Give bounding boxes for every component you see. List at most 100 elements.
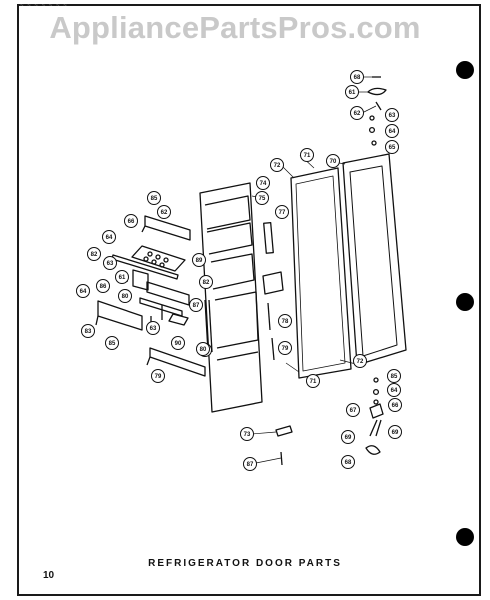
part-callout: 68 <box>341 455 355 469</box>
part-callout: 80 <box>118 289 132 303</box>
door-gasket <box>342 153 407 366</box>
part-callout-circle <box>326 154 340 168</box>
part-callout-number: 63 <box>107 261 114 267</box>
part-callout-circle <box>105 336 119 350</box>
part-callout: 66 <box>388 398 402 412</box>
part-callout: 64 <box>385 124 399 138</box>
part-callout: 90 <box>171 336 185 350</box>
part-callout-circle <box>350 70 364 84</box>
part-callout-number: 63 <box>389 113 396 119</box>
part-callout: 65 <box>385 140 399 154</box>
part-callout-number: 85 <box>109 341 116 347</box>
part-callout-number: 61 <box>119 275 126 281</box>
part-callout-number: 62 <box>354 111 361 117</box>
part-callout: 86 <box>96 279 110 293</box>
part-callout-number: 62 <box>161 210 168 216</box>
part-callout: 73 <box>240 427 254 441</box>
part-callout-number: 86 <box>100 284 107 290</box>
part-callout: 64 <box>387 383 401 397</box>
part-callout: 71 <box>306 374 320 388</box>
part-callout-number: 66 <box>392 403 399 409</box>
part-callout-number: 72 <box>357 359 364 365</box>
part-callout: 79 <box>151 369 165 383</box>
part-callout-circle <box>189 298 203 312</box>
part-callout-number: 64 <box>80 289 87 295</box>
part-callout-circle <box>96 279 110 293</box>
door-liner <box>199 182 263 413</box>
part-callout-circle <box>87 247 101 261</box>
part-callout-circle <box>385 124 399 138</box>
part-callout: 63 <box>146 321 160 335</box>
part-callout: 85 <box>105 336 119 350</box>
page-border <box>17 4 481 596</box>
part-callout-circle <box>102 230 116 244</box>
part-callout-circle <box>196 342 210 356</box>
part-callout-number: 77 <box>279 210 286 216</box>
part-callout-number: 89 <box>196 258 203 264</box>
part-callout-circle <box>341 455 355 469</box>
part-callout-number: 87 <box>193 303 200 309</box>
part-callout-number: 69 <box>392 430 399 436</box>
part-callout: 64 <box>102 230 116 244</box>
part-callout: 68 <box>350 70 364 84</box>
part-callout: 69 <box>388 425 402 439</box>
part-callout-number: 71 <box>304 153 311 159</box>
part-callout-circle <box>76 284 90 298</box>
part-callout-circle <box>388 398 402 412</box>
part-callout-number: 65 <box>389 145 396 151</box>
top-hinge-parts <box>367 76 387 146</box>
nameplate <box>262 271 284 295</box>
part-callout-number: 71 <box>310 379 317 385</box>
part-callout: 62 <box>350 106 364 120</box>
part-callout-circle <box>346 403 360 417</box>
door-stop <box>204 299 213 353</box>
egg-tray <box>131 245 186 272</box>
part-callout-circle <box>199 275 213 289</box>
binder-hole-top <box>456 61 474 79</box>
part-callout-number: 75 <box>259 196 266 202</box>
part-callout-circle <box>115 270 129 284</box>
part-callout: 80 <box>196 342 210 356</box>
shelf-middle <box>139 281 190 317</box>
hinge-trim <box>267 302 275 361</box>
part-callout: 78 <box>278 314 292 328</box>
part-callout-circle <box>300 148 314 162</box>
handle-trim-strip <box>263 222 274 254</box>
part-callout-number: 85 <box>151 196 158 202</box>
part-callout-number: 66 <box>128 219 135 225</box>
corner-note: ~ ~ ~ ~ ~ ~ ~ <box>20 2 67 9</box>
part-callout-circle <box>387 383 401 397</box>
part-callout-number: 73 <box>244 432 251 438</box>
part-callout: 61 <box>115 270 129 284</box>
part-callout-number: 82 <box>91 252 98 258</box>
part-callout-number: 74 <box>260 181 267 187</box>
part-callout: 79 <box>278 341 292 355</box>
part-callout-circle <box>124 214 138 228</box>
page-number: 10 <box>43 570 55 581</box>
part-callout: 72 <box>353 354 367 368</box>
part-callout-circle <box>103 256 117 270</box>
part-callout-circle <box>270 158 284 172</box>
part-callout: 62 <box>157 205 171 219</box>
part-callout: 85 <box>147 191 161 205</box>
part-callout: 72 <box>270 158 284 172</box>
part-callout: 63 <box>385 108 399 122</box>
part-callout-number: 64 <box>106 235 113 241</box>
door-panel <box>290 167 352 379</box>
part-callout-number: 79 <box>155 374 162 380</box>
part-callout-circle <box>350 106 364 120</box>
part-callout-circle <box>353 354 367 368</box>
part-callout-circle <box>275 205 289 219</box>
diagram-title: REFRIGERATOR DOOR PARTS <box>148 558 342 569</box>
part-callout-circle <box>192 253 206 267</box>
part-callout: 63 <box>103 256 117 270</box>
part-callout: 82 <box>199 275 213 289</box>
part-callout-circle <box>341 430 355 444</box>
part-callout-number: 64 <box>391 388 398 394</box>
door-hinge-pin <box>275 425 293 466</box>
part-callout: 83 <box>81 324 95 338</box>
part-callout-number: 68 <box>354 75 361 81</box>
part-callout-number: 79 <box>282 346 289 352</box>
